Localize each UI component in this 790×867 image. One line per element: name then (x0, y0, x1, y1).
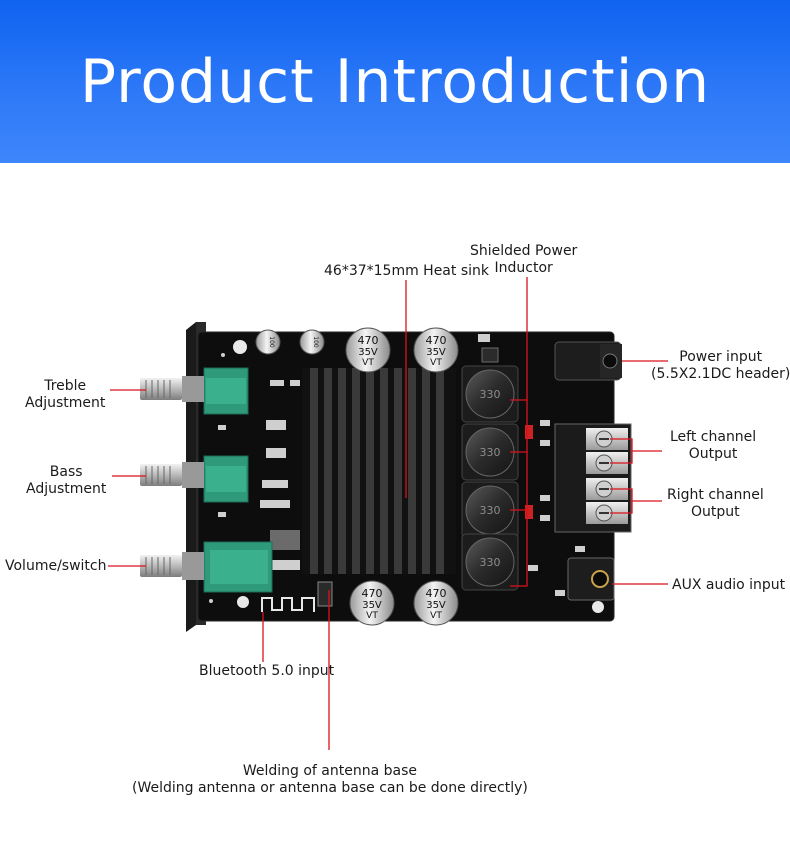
speaker-terminal-block[interactable] (554, 423, 632, 533)
right-channel-label-line1: Right channel (667, 487, 764, 503)
dc-power-jack[interactable] (554, 341, 622, 381)
banner-title: Product Introduction (79, 47, 711, 117)
treble-pot[interactable] (140, 367, 249, 415)
power-input-label: Power input (5.5X2.1DC header) (651, 349, 790, 383)
heat-sink (302, 368, 456, 574)
svg-text:VT: VT (430, 358, 442, 368)
aux-jack[interactable] (567, 557, 615, 601)
svg-text:35V: 35V (362, 600, 382, 611)
capacitor-bottom-left: 470 35V VT (349, 580, 395, 626)
svg-text:VT: VT (362, 358, 374, 368)
inductor-label-line2: Inductor (494, 260, 553, 276)
bass-pot[interactable] (140, 455, 249, 503)
svg-text:470: 470 (358, 334, 379, 347)
svg-text:330: 330 (480, 388, 501, 401)
bluetooth-label: Bluetooth 5.0 input (199, 663, 335, 679)
treble-label-line2: Adjustment (25, 395, 106, 411)
aux-input-label: AUX audio input (672, 577, 786, 593)
title-banner: Product Introduction (0, 0, 790, 163)
svg-text:330: 330 (480, 504, 501, 517)
volume-switch-label: Volume/switch (5, 558, 107, 574)
left-channel-label-line1: Left channel (670, 429, 757, 445)
heat-sink-label: 46*37*15mm Heat sink (324, 263, 489, 279)
svg-text:330: 330 (480, 556, 501, 569)
small-capacitor: 100 (299, 329, 325, 355)
left-channel-label: Left channel Output (670, 429, 756, 463)
svg-text:470: 470 (362, 587, 383, 600)
smd-components (218, 334, 585, 596)
treble-label: Treble Adjustment (25, 378, 105, 412)
bass-label-line2: Adjustment (26, 481, 107, 497)
right-channel-label: Right channel Output (667, 487, 764, 521)
inductor: 330 (461, 365, 519, 423)
svg-text:100: 100 (268, 336, 275, 348)
svg-text:470: 470 (426, 587, 447, 600)
bass-label-line1: Bass (49, 464, 83, 480)
bluetooth-antenna (261, 581, 333, 612)
leader-lines (108, 277, 668, 750)
svg-text:35V: 35V (426, 600, 446, 611)
inductor: 330 (461, 481, 519, 539)
antenna-label: Welding of antenna base (Welding antenna… (132, 763, 528, 797)
capacitor-bottom-right: 470 35V VT (413, 580, 459, 626)
right-channel-label-line2: Output (691, 504, 740, 520)
antenna-label-line1: Welding of antenna base (242, 763, 417, 779)
power-input-label-line1: Power input (679, 349, 763, 365)
power-input-label-line2: (5.5X2.1DC header) (651, 366, 790, 382)
capacitor-top-right: 470 35V VT (413, 327, 459, 373)
svg-text:100: 100 (312, 336, 319, 348)
small-capacitor: 100 (255, 329, 281, 355)
svg-text:VT: VT (366, 611, 378, 621)
inductor: 330 (461, 423, 519, 481)
capacitor-top-left: 470 35V VT (345, 327, 391, 373)
antenna-label-line2: (Welding antenna or antenna base can be … (132, 780, 528, 796)
bass-label: Bass Adjustment (26, 464, 106, 498)
svg-text:VT: VT (430, 611, 442, 621)
left-channel-label-line2: Output (688, 446, 738, 462)
svg-text:35V: 35V (358, 347, 378, 358)
treble-label-line1: Treble (44, 378, 87, 394)
inductor: 330 (461, 533, 519, 591)
volume-switch-pot[interactable] (140, 541, 273, 593)
inductor-label-line1: Shielded Power (470, 243, 578, 259)
svg-text:330: 330 (480, 446, 501, 459)
inductor-label: Shielded Power Inductor (470, 243, 577, 277)
svg-text:35V: 35V (426, 347, 446, 358)
svg-text:470: 470 (426, 334, 447, 347)
